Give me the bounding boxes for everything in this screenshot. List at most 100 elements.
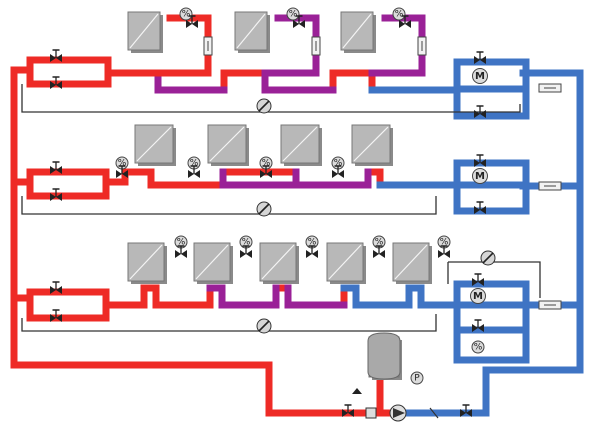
valve-icon xyxy=(50,309,62,322)
valve-icon xyxy=(472,319,484,332)
percent-gauge-icon: % xyxy=(471,340,485,354)
valve-icon xyxy=(50,281,62,294)
bypass-valve-icon xyxy=(256,98,272,114)
pump-arrow xyxy=(393,408,405,418)
radiator-icon xyxy=(127,11,163,53)
radiator-icon xyxy=(234,11,270,53)
percent-gauge-icon: % xyxy=(392,7,406,21)
radiator-icon xyxy=(326,242,366,284)
radiator-icon xyxy=(193,242,233,284)
meter-icon xyxy=(417,36,427,56)
valve-icon xyxy=(293,15,305,28)
safety-valve-icon xyxy=(352,388,362,394)
motor-dial xyxy=(472,68,488,84)
radiator-1-1-loop xyxy=(154,14,212,77)
radiator-highlight xyxy=(353,126,389,162)
meter-icon xyxy=(538,300,562,310)
radiator-highlight xyxy=(129,13,159,49)
bypass-valve-disc xyxy=(258,320,270,332)
motor-dial xyxy=(470,288,486,304)
bypass-line xyxy=(21,196,437,215)
valve-icon xyxy=(306,245,318,258)
radiator-highlight xyxy=(129,244,163,280)
bypass-valve-icon xyxy=(256,318,272,334)
strainer-icon xyxy=(365,407,377,419)
meter-icon xyxy=(311,36,321,56)
gauge-symbol: % xyxy=(308,238,317,248)
pressure-gauge-icon: P xyxy=(410,371,424,385)
valve-icon xyxy=(186,15,198,28)
radiator-icon xyxy=(259,242,299,284)
meter-icon xyxy=(203,36,213,56)
radiator-icon xyxy=(392,242,432,284)
bypass-line xyxy=(21,314,437,332)
radiator-highlight xyxy=(328,244,362,280)
percent-gauge-icon: % xyxy=(286,7,300,21)
gauge-dial xyxy=(410,371,424,385)
bypass-valve-disc xyxy=(258,100,270,112)
circuit-3-mix-b xyxy=(284,284,348,309)
pump-icon xyxy=(389,404,407,422)
radiator-1-3-loop xyxy=(368,14,426,77)
meter-icon xyxy=(538,181,562,191)
percent-gauge-icon: % xyxy=(179,7,193,21)
valve-icon xyxy=(472,273,484,286)
gauge-symbol: % xyxy=(118,159,127,169)
radiator-highlight xyxy=(261,244,295,280)
radiator-icon xyxy=(340,11,376,53)
circuit-2-mix-a xyxy=(219,168,300,189)
radiator-highlight xyxy=(236,13,266,49)
gauge-symbol: % xyxy=(334,159,343,169)
radiator-icon xyxy=(127,242,167,284)
bypass-lines xyxy=(21,84,541,332)
main-supply-pipe xyxy=(10,66,344,417)
valve-icon xyxy=(474,51,486,64)
motor-icon: M xyxy=(472,168,488,184)
gauge-symbol: P xyxy=(414,374,420,384)
circuit-2-mix-b xyxy=(292,168,372,189)
gauge-symbol: % xyxy=(440,238,449,248)
motor-icon: M xyxy=(470,288,486,304)
valve-icon xyxy=(438,245,450,258)
gauge-symbol: % xyxy=(242,238,251,248)
circuit-1-mix-b xyxy=(261,69,337,94)
radiator-1-2-loop xyxy=(261,14,320,77)
radiator-highlight xyxy=(394,244,428,280)
radiator-highlight xyxy=(195,244,229,280)
bypass-line xyxy=(21,84,521,113)
mixing-loop-1 xyxy=(26,56,112,88)
gauge-symbol: % xyxy=(190,159,199,169)
motor-dial xyxy=(472,168,488,184)
radiator-icon xyxy=(351,124,393,166)
valve-icon xyxy=(50,188,62,201)
pump-group-2 xyxy=(453,159,530,215)
valve-icon xyxy=(373,245,385,258)
bypass-valve-disc xyxy=(258,203,270,215)
pump-group-1 xyxy=(453,58,530,120)
radiator-highlight xyxy=(136,126,172,162)
tank-body xyxy=(367,332,401,380)
circuit-1-mix-a xyxy=(154,69,228,94)
bypass-valve-icon xyxy=(256,201,272,217)
motor-icon: M xyxy=(472,68,488,84)
main-return-pipe xyxy=(414,69,584,417)
valve-icon xyxy=(116,165,128,178)
meter-icon xyxy=(538,83,562,93)
circuit-3-return-out xyxy=(340,284,461,309)
bypass-line xyxy=(448,261,541,298)
bypass-valve-disc xyxy=(482,252,494,264)
valve-icon xyxy=(50,49,62,62)
valve-icon xyxy=(260,165,272,178)
expansion-tank-icon xyxy=(367,332,401,380)
motor-symbol: M xyxy=(475,71,485,82)
valve-icon xyxy=(474,201,486,214)
valve-icon xyxy=(50,161,62,174)
circuit-3-mix-a xyxy=(206,284,280,309)
radiator-icon xyxy=(280,124,322,166)
gauge-symbol: % xyxy=(375,238,384,248)
mixing-loop-2 xyxy=(26,168,110,200)
radiator-highlight xyxy=(282,126,318,162)
radiator-icon xyxy=(134,124,176,166)
safety-valve-body xyxy=(352,388,362,394)
